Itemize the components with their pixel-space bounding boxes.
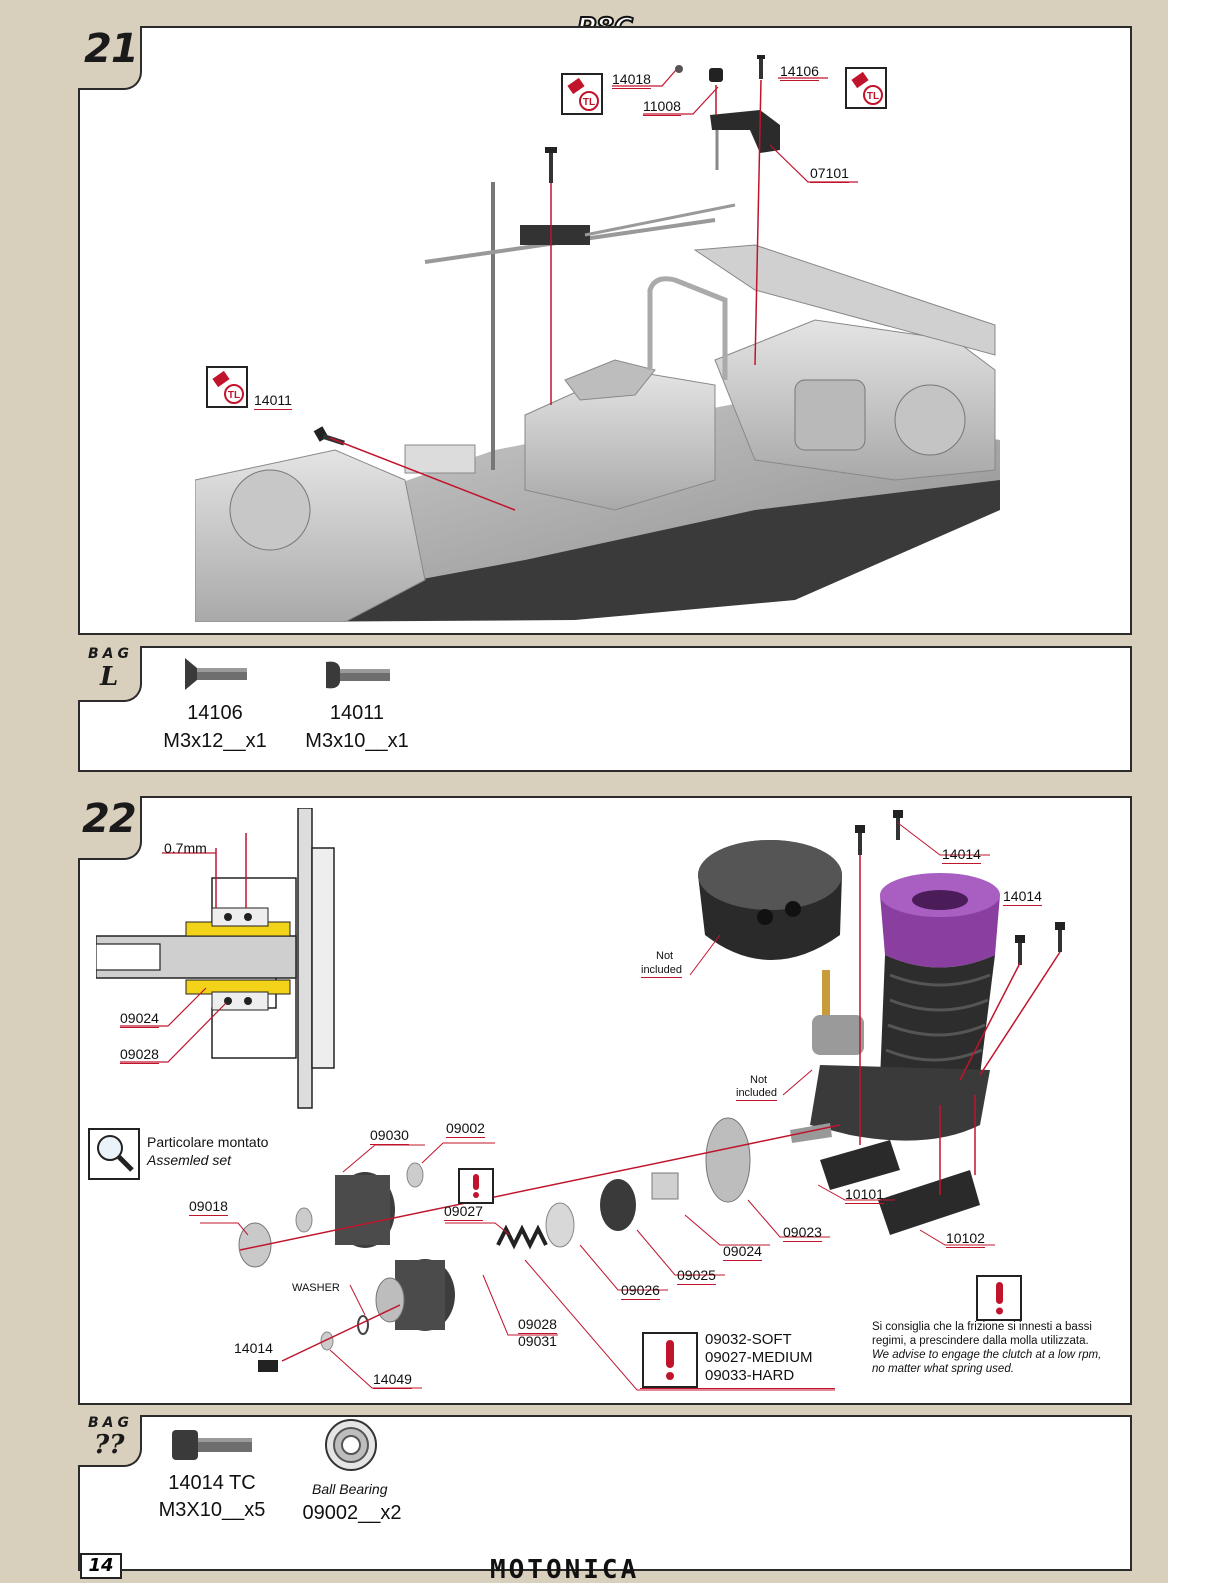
brand-logo-bottom: MOTONICA (490, 1555, 640, 1585)
chassis-illustration (195, 182, 1000, 622)
callout-11008: 11008 (643, 98, 681, 116)
callout-09018: 09018 (189, 1198, 228, 1216)
spring-underline (640, 1388, 835, 1389)
svg-text:TL: TL (867, 91, 879, 102)
bag-q-letter: ?? (94, 1430, 125, 1460)
bag-q-part2-spec: 09002__x2 (302, 1502, 402, 1524)
svg-text:TL: TL (228, 390, 240, 401)
step22-number: 22 (82, 796, 137, 842)
screw-14011-icon (326, 661, 390, 689)
callout-09023: 09023 (783, 1224, 822, 1242)
callout-14014-top: 14014 (942, 846, 981, 864)
advice-en-1: We advise to engage the clutch at a low … (872, 1349, 1102, 1361)
detail-gap-label: 0.7mm (164, 840, 207, 856)
bag-l-letter: L (100, 662, 119, 692)
magnifier-icon (88, 1128, 140, 1180)
callout-09024: 09024 (723, 1243, 762, 1261)
bag-l-word: BAG (88, 646, 133, 662)
callout-14014-bottom: 14014 (234, 1340, 273, 1356)
threadlock-icon: TL (206, 366, 248, 408)
not-included-flywheel-cover-1: Not (656, 950, 674, 962)
bag-q-part1-spec: M3X10__x5 (158, 1499, 266, 1521)
advice-it-2: regimi, a prescindere dalla molla utiliz… (872, 1335, 1089, 1347)
bag-l-frame (78, 646, 1132, 772)
step22-tab (78, 796, 142, 860)
callout-07101: 07101 (810, 165, 849, 183)
step21-tab (78, 26, 142, 90)
screw-14106-icon (185, 658, 247, 690)
legend-english: Assemled set (147, 1152, 232, 1168)
bag-l-part1-spec: M3x12__x1 (163, 730, 267, 752)
detail-callout-09028: 09028 (120, 1046, 159, 1064)
callout-09028: 09028 (518, 1316, 557, 1334)
threadlock-icon: TL (845, 67, 887, 109)
bag-q-part1-code: 14014 TC (168, 1472, 256, 1494)
warning-icon (458, 1168, 494, 1204)
clutch-advice: Si consiglia che la frizione si innesti … (872, 1320, 1101, 1376)
callout-10101: 10101 (845, 1186, 884, 1204)
ball-bearing-icon (325, 1419, 377, 1471)
callout-washer: WASHER (292, 1282, 340, 1294)
callout-14049: 14049 (373, 1371, 412, 1389)
warning-icon (642, 1332, 698, 1388)
callout-10102: 10102 (946, 1230, 985, 1248)
not-included-engine-1: Not (750, 1074, 768, 1086)
callout-14106: 14106 (780, 63, 819, 81)
spring-soft: 09032-SOFT (705, 1331, 792, 1348)
threadlock-icon: TL (561, 73, 603, 115)
step21-number: 21 (84, 26, 139, 72)
bag-l-tab (78, 646, 142, 702)
advice-en-2: no matter what spring used. (872, 1363, 1014, 1375)
clutch-section-detail (96, 808, 335, 1109)
advice-it-1: Si consiglia che la frizione si innesti … (872, 1321, 1092, 1333)
legend-italian: Particolare montato (147, 1134, 269, 1150)
engine-clutch-illustration (200, 810, 1065, 1391)
callout-14018: 14018 (612, 71, 651, 89)
not-included-engine-2: included (736, 1087, 777, 1101)
bag-l-part2-spec: M3x10__x1 (305, 730, 409, 752)
bag-q-word: BAG (88, 1415, 133, 1431)
svg-text:TL: TL (583, 97, 595, 108)
screw-14014-icon (172, 1430, 252, 1460)
callout-09026: 09026 (621, 1282, 660, 1300)
bag-q-frame (78, 1415, 1132, 1571)
bag-q-tab (78, 1415, 142, 1467)
callout-09027: 09027 (444, 1203, 483, 1221)
callout-09030: 09030 (370, 1127, 409, 1145)
leaders-step21 (612, 69, 858, 183)
not-included-flywheel-cover-2: included (641, 964, 682, 978)
callout-14014-right: 14014 (1003, 888, 1042, 906)
hardware-top (545, 55, 780, 405)
callout-09002: 09002 (446, 1120, 485, 1138)
spring-hard: 09033-HARD (705, 1367, 795, 1384)
warning-icon (976, 1275, 1022, 1321)
manual-page: P8C 21 (0, 0, 1168, 1585)
bag-l-part1-code: 14106 (187, 702, 243, 724)
bag-q-part2-caption: Ball Bearing (312, 1481, 388, 1497)
bag-l-part2-code: 14011 (329, 702, 385, 724)
detail-callout-09024: 09024 (120, 1010, 159, 1028)
callout-09031: 09031 (518, 1333, 557, 1349)
spring-medium: 09027-MEDIUM (705, 1349, 813, 1366)
callout-14011: 14011 (254, 392, 292, 410)
leader-14011 (313, 426, 516, 511)
page-number: 14 (80, 1553, 122, 1579)
spring-options: 09032-SOFT 09027-MEDIUM 09033-HARD (705, 1331, 813, 1385)
callout-09025: 09025 (677, 1267, 716, 1285)
